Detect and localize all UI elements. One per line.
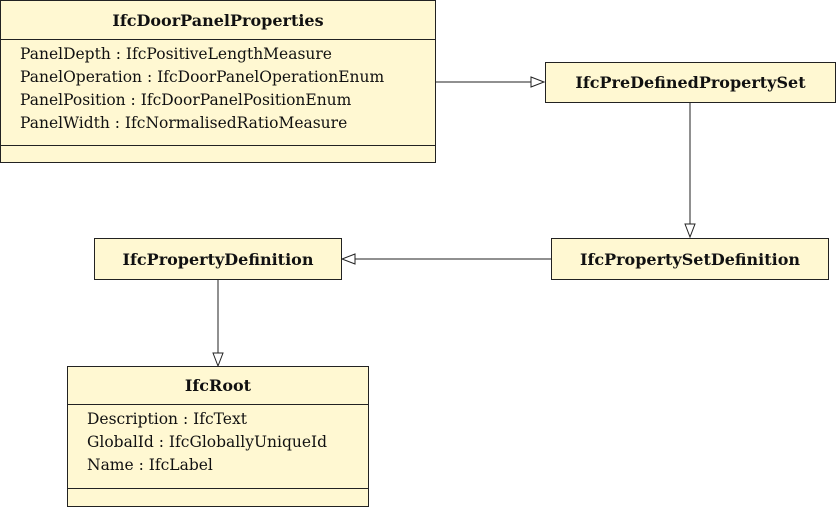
attribute: PanelDepth : IfcPositiveLengthMeasure — [20, 45, 332, 63]
attribute-list: PanelDepth : IfcPositiveLengthMeasure Pa… — [1, 39, 435, 145]
operation-list — [1, 145, 435, 162]
class-ifcpropertydefinition[interactable]: IfcPropertyDefinition — [94, 238, 342, 280]
class-ifcpropertysetdefinition[interactable]: IfcPropertySetDefinition — [551, 238, 829, 280]
class-ifcroot[interactable]: IfcRoot Description : IfcText GlobalId :… — [67, 366, 369, 507]
attribute-list: Description : IfcText GlobalId : IfcGlob… — [68, 404, 368, 488]
generalization-arrowhead — [340, 253, 356, 265]
generalization-arrowhead — [684, 223, 696, 239]
class-name: IfcPropertyDefinition — [122, 249, 314, 269]
attribute: Description : IfcText — [87, 410, 247, 428]
attribute: PanelWidth : IfcNormalisedRatioMeasure — [20, 114, 348, 132]
attribute: PanelPosition : IfcDoorPanelPositionEnum — [20, 91, 352, 109]
attribute: GlobalId : IfcGloballyUniqueId — [87, 433, 328, 451]
class-ifcdoorpanelproperties[interactable]: IfcDoorPanelProperties PanelDepth : IfcP… — [0, 0, 436, 163]
attribute: PanelOperation : IfcDoorPanelOperationEn… — [20, 68, 385, 86]
class-ifcpredefinedpropertyset[interactable]: IfcPreDefinedPropertySet — [545, 62, 836, 103]
generalization-arrowhead — [212, 352, 224, 368]
attribute: Name : IfcLabel — [87, 456, 213, 474]
class-name: IfcRoot — [184, 376, 252, 395]
class-name: IfcDoorPanelProperties — [112, 10, 324, 30]
operation-list — [68, 488, 368, 506]
class-name: IfcPropertySetDefinition — [579, 249, 801, 269]
generalization-arrowhead — [530, 76, 546, 88]
class-name: IfcPreDefinedPropertySet — [575, 73, 806, 92]
